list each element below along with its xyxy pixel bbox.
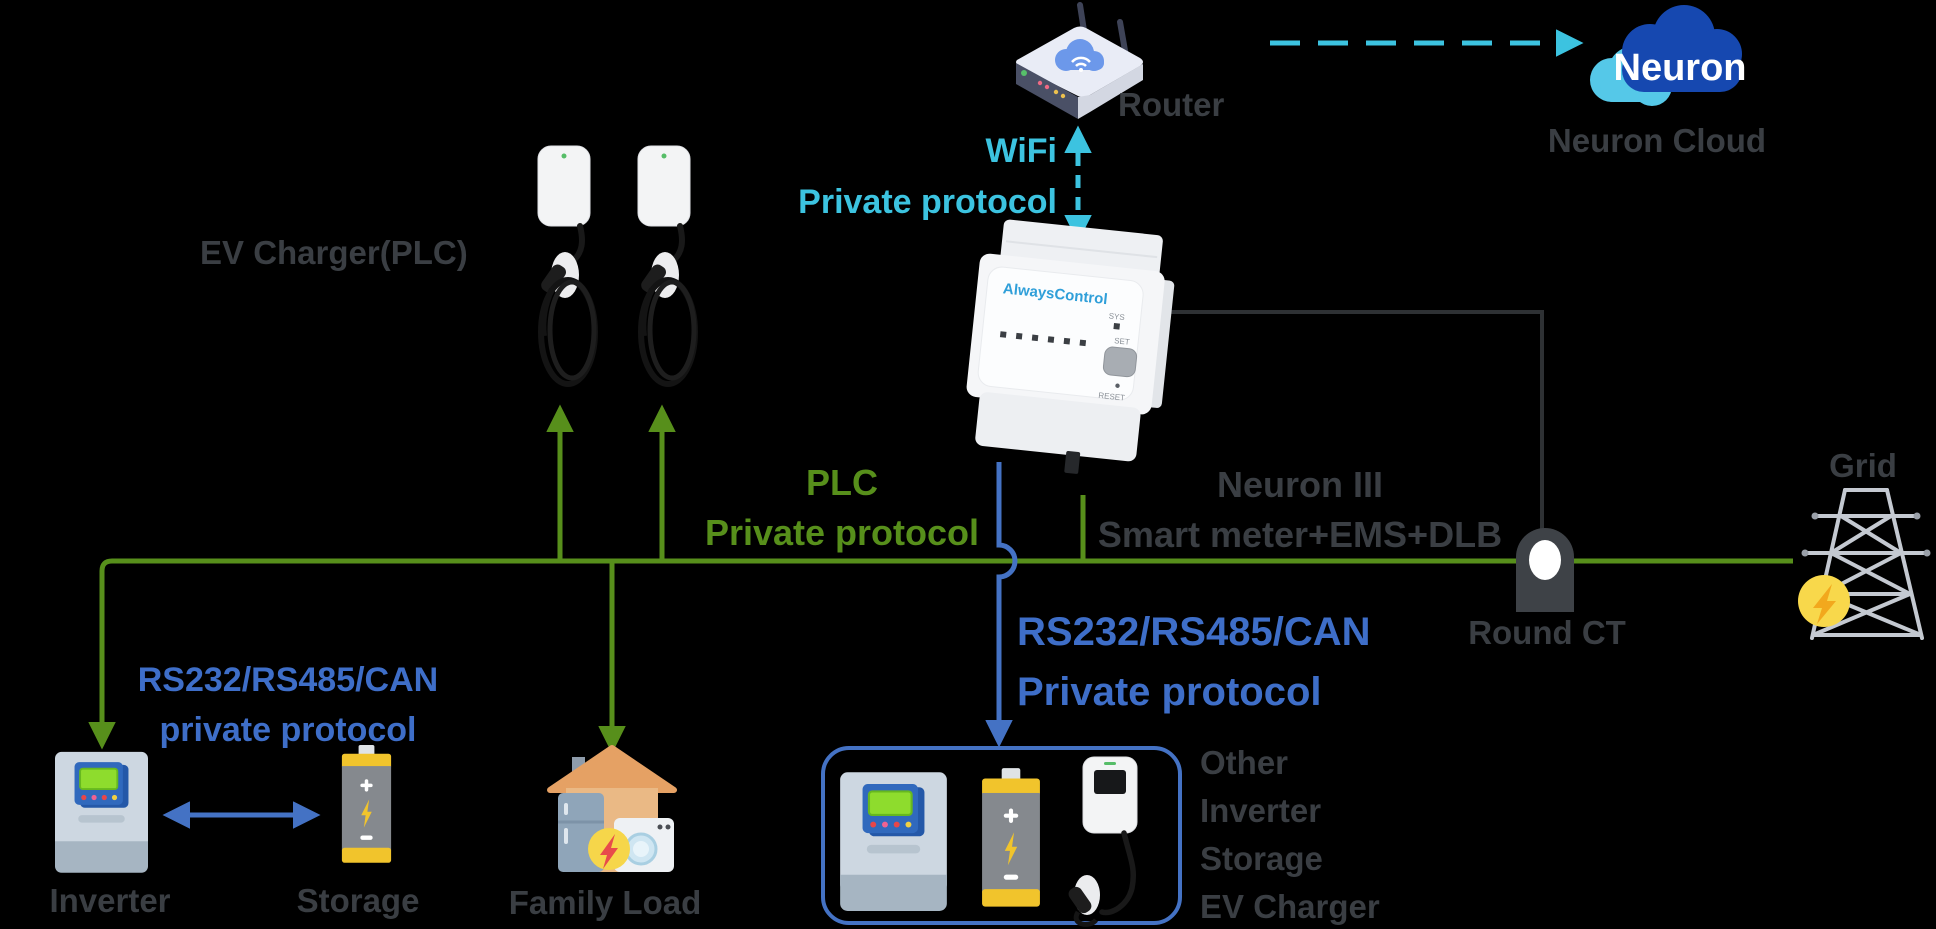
other-ev-charger-icon [1068,756,1138,927]
other-inverter-icon [840,771,947,911]
router-label: Router [1118,86,1225,123]
device-reset-label: RESET [1098,391,1126,403]
router-icon [1016,2,1143,119]
device-set-label: SET [1114,336,1131,347]
grid-label: Grid [1829,447,1897,484]
family-load-label: Family Load [508,884,702,921]
other-group-line2: Inverter [1200,792,1322,829]
other-battery-icon [982,768,1040,907]
round-ct-icon [1516,528,1574,612]
rs-left-line2: private protocol [159,711,417,749]
wifi-link-label: WiFi Private protocol [790,126,1057,228]
wifi-cyan-links [1064,29,1584,243]
device-set-button [1102,346,1138,378]
other-group-box [821,746,1182,925]
ct-sense-wire [1168,310,1544,532]
neuron3-label: Neuron III Smart meter+EMS+DLB [1095,460,1505,560]
round-ct-label: Round CT [1468,614,1626,651]
inverter-label: Inverter [49,882,171,919]
ev-charger-label: EV Charger(PLC) [200,234,468,271]
neuron3-device-icon: AlwaysControl SYS SET RESET [966,219,1175,474]
neuron3-desc: Smart meter+EMS+DLB [1097,514,1503,555]
wifi-link-line1: WiFi [985,132,1057,170]
rs-center-line1: RS232/RS485/CAN [1017,610,1371,654]
other-group-line3: Storage [1200,840,1323,877]
neuron-cloud-brand: Neuron [1613,47,1747,89]
other-group-label: Other Inverter Storage EV Charger [1200,742,1380,929]
family-load-icon [547,745,677,872]
rs-center-label: RS232/RS485/CAN Private protocol [1017,602,1371,722]
other-group-line4: EV Charger [1200,888,1380,925]
device-sys-label: SYS [1108,311,1125,322]
neuron3-name: Neuron III [1216,464,1383,505]
plc-link-label: PLC Private protocol [692,458,992,558]
plc-green-bus [88,404,1793,754]
rs-left-line1: RS232/RS485/CAN [137,661,439,699]
wifi-link-line2: Private protocol [798,183,1057,221]
rs-blue-links [162,462,1018,829]
storage-battery-icon [341,745,392,863]
storage-label: Storage [296,882,420,919]
ev-charger-icon [538,146,695,384]
rs-left-label: RS232/RS485/CAN private protocol [128,655,448,755]
neuron-cloud-label: Neuron Cloud [1547,122,1767,159]
inverter-icon [55,750,148,873]
plc-link-line1: PLC [806,462,878,503]
grid-tower-icon [1798,488,1931,640]
rs-center-line2: Private protocol [1017,670,1322,714]
other-group-line1: Other [1200,744,1289,781]
plc-link-line2: Private protocol [704,512,980,553]
neuron-cloud-icon [1590,5,1742,106]
